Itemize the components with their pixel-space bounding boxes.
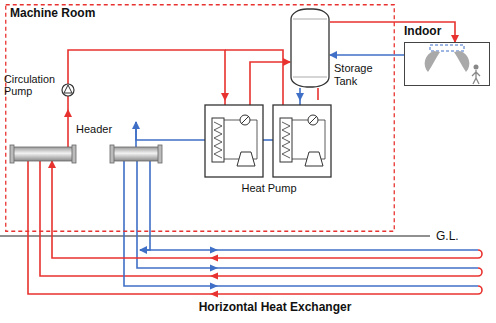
horizontal-heat-exchanger: Horizontal Heat Exchanger xyxy=(140,246,488,318)
loop-return xyxy=(140,267,478,269)
node-label: Heat Pump xyxy=(205,182,333,195)
return-pipe xyxy=(137,161,140,268)
header-cylinder xyxy=(12,147,74,161)
person-figure xyxy=(472,70,480,84)
header-flange xyxy=(10,145,14,163)
ceiling-unit xyxy=(430,45,464,51)
supply-pipe xyxy=(317,88,319,100)
flow-arrow xyxy=(210,283,218,290)
heat-pump-units: Heat Pump xyxy=(205,100,333,200)
flow-arrow xyxy=(210,255,218,262)
heat-exchanger-coil xyxy=(212,118,224,162)
pipe-connector xyxy=(67,110,69,122)
indoor-space: Indoor xyxy=(404,42,490,86)
machine-room-outline xyxy=(6,5,395,232)
pipe-connector xyxy=(330,22,455,42)
pipe-stub xyxy=(224,100,226,105)
flow-arrow xyxy=(210,291,218,298)
supply-pipe xyxy=(40,161,140,276)
compressor xyxy=(237,152,255,166)
loop-bend xyxy=(478,268,482,276)
pipe-stub xyxy=(67,96,69,110)
pipe-stub xyxy=(67,70,69,84)
refrigerant-line xyxy=(224,120,257,159)
tank-seam xyxy=(293,77,327,78)
machine-room-region-shape xyxy=(5,4,395,232)
compressor xyxy=(305,152,323,166)
tank-seam xyxy=(293,19,327,20)
pipe-connector xyxy=(140,161,150,250)
supply-pipe xyxy=(28,161,140,294)
flow-arrow xyxy=(210,265,218,272)
indoor-room xyxy=(405,43,490,86)
ground-line xyxy=(0,235,430,236)
pipe-stub xyxy=(67,122,69,147)
heat-pump-unit xyxy=(205,105,263,177)
header-flange xyxy=(72,145,76,163)
circulation-pump: Circulation Pump xyxy=(2,70,78,110)
pump-symbol xyxy=(62,84,74,96)
header-flange xyxy=(158,145,162,163)
pipe-connector xyxy=(68,50,225,100)
pipe-connector xyxy=(299,88,301,100)
node-label: Horizontal Heat Exchanger xyxy=(170,301,380,315)
loop-return xyxy=(140,249,478,251)
pipe-connector xyxy=(136,122,205,140)
node-label: Circulation Pump xyxy=(4,73,62,98)
pipe-connector xyxy=(330,54,404,56)
header-cylinder xyxy=(112,147,160,161)
loop-supply xyxy=(140,257,478,259)
loop-supply xyxy=(140,293,478,295)
node-label: Storage Tank xyxy=(334,62,392,87)
person-figure xyxy=(474,65,479,70)
refrigerant-line xyxy=(292,120,325,159)
storage-tank-body xyxy=(291,9,329,87)
pipe-link xyxy=(263,139,273,141)
coil-winding xyxy=(282,122,290,158)
flow-arrow xyxy=(210,247,218,254)
node-label: Indoor xyxy=(404,25,441,39)
valve-arrow xyxy=(241,116,249,124)
valve-arrow xyxy=(309,116,317,124)
heat-exchanger-coil xyxy=(280,118,292,162)
pipe-connector xyxy=(250,62,290,100)
air-flow xyxy=(425,51,440,72)
loop-return xyxy=(140,285,478,287)
pump-symbol xyxy=(64,85,72,93)
header-pipes: Header xyxy=(10,122,165,161)
supply-pipe xyxy=(225,50,283,100)
expansion-valve xyxy=(240,115,250,125)
loop-bend xyxy=(478,286,482,294)
pipe-stub xyxy=(282,100,284,105)
air-flow xyxy=(454,51,469,72)
ground-level-label: G.L. xyxy=(436,229,459,243)
machine-room-region: Circulation PumpHeader Storage TankHeat P… xyxy=(5,4,395,232)
node-label: Machine Room xyxy=(10,7,95,21)
indoor-space-shape xyxy=(404,42,490,86)
loop-bend xyxy=(478,250,482,258)
storage-tank-shape xyxy=(290,8,330,88)
node-label: Header xyxy=(76,123,112,136)
storage-tank: Storage Tank xyxy=(290,8,330,88)
heat-pump-unit xyxy=(273,105,331,177)
pipe-stub xyxy=(135,122,137,147)
return-pipe xyxy=(124,161,140,286)
header-flange xyxy=(110,145,114,163)
expansion-valve xyxy=(308,115,318,125)
pipe-stub xyxy=(249,100,251,105)
pipe-connector xyxy=(52,161,140,258)
coil-winding xyxy=(214,122,222,158)
flow-arrow xyxy=(210,273,218,280)
loop-supply xyxy=(140,275,478,277)
pipe-stub xyxy=(299,100,301,105)
